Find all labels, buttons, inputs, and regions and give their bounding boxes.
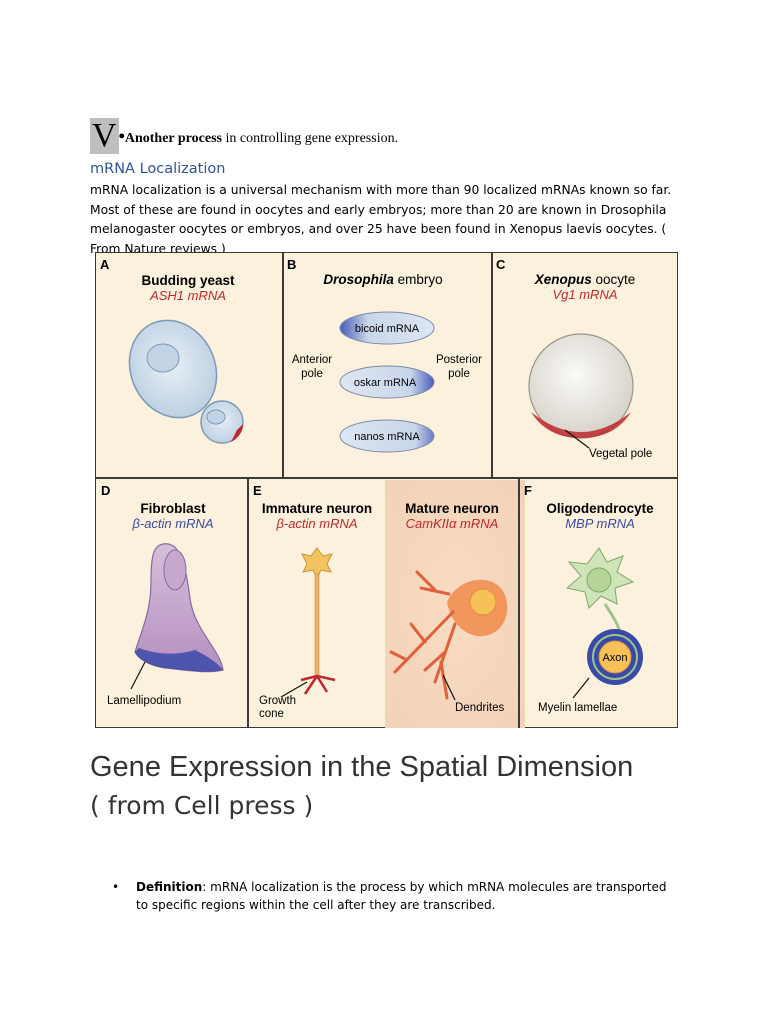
section-heading: V•Another process in controlling gene ex… (90, 118, 398, 154)
page-heading: Gene Expression in the Spatial Dimension (90, 751, 634, 783)
yeast-nucleus (146, 343, 180, 373)
bicoid-embryo (339, 311, 435, 345)
page-subtitle: ( from Cell press ) (90, 791, 314, 820)
panel-d-mrna: β-actin mRNA (131, 516, 213, 531)
bullet-list: • Definition: mRNA localization is the pr… (110, 878, 670, 914)
panel-b-title-rest: embryo (394, 272, 443, 287)
panel-a-letter: A (100, 257, 110, 272)
vegetal-pole-label: Vegetal pole (589, 448, 652, 460)
panel-c-mrna: Vg1 mRNA (552, 287, 617, 302)
vg1-localized-mrna (531, 412, 631, 438)
bullet-dot: • (112, 880, 120, 894)
anterior-label-1: Anterior (292, 354, 332, 366)
panel-f-title: Oligodendrocyte (546, 501, 654, 516)
panel-e-letter: E (253, 483, 262, 498)
panel-d-title: Fibroblast (140, 501, 206, 516)
panel-b-title-italic: Drosophila (323, 272, 394, 287)
dendrites (389, 570, 457, 700)
panel-d: D Fibroblast β-actin mRNA Lamellipodium (101, 483, 224, 707)
mrna-localization-figure: A Budding yeast ASH1 mRNA B Drosophila e… (95, 252, 678, 728)
panel-c-title-rest: oocyte (592, 272, 636, 287)
nanos-label: nanos mRNA (354, 431, 420, 443)
posterior-label-1: Posterior (436, 354, 482, 366)
oskar-embryo (339, 365, 435, 399)
svg-text:Xenopus oocyte: Xenopus oocyte (534, 272, 636, 287)
panel-b: B Drosophila embryo bicoid mRNA oskar mR… (287, 257, 482, 453)
panel-e-mrna-right: CamKIIα mRNA (406, 516, 499, 531)
panel-a-mrna: ASH1 mRNA (149, 288, 226, 303)
intro-paragraph: mRNA localization is a universal mechani… (90, 183, 672, 256)
dendrites-label: Dendrites (455, 702, 504, 714)
growth-label-1: Growth (259, 695, 296, 707)
panel-a-title: Budding yeast (141, 273, 235, 288)
list-item: • Definition: mRNA localization is the pr… (110, 878, 670, 914)
axon (598, 640, 632, 674)
section-title-rest: in controlling gene expression. (221, 131, 399, 146)
subheading: mRNA Localization (90, 161, 226, 177)
posterior-label-2: pole (448, 368, 470, 380)
growth-cone (300, 674, 336, 695)
panel-d-letter: D (101, 483, 110, 498)
beta-actin-mrna (135, 648, 223, 672)
panel-a: A Budding yeast ASH1 mRNA (100, 257, 244, 444)
nanos-embryo (339, 419, 435, 453)
panel-e-title-right: Mature neuron (405, 501, 499, 516)
panel-c-letter: C (496, 257, 506, 272)
section-numeral: V (90, 117, 119, 154)
panel-f-letter: F (524, 483, 532, 498)
ash1-localized-mrna (231, 424, 243, 442)
oskar-label: oskar mRNA (354, 377, 417, 389)
panel-f-mrna: MBP mRNA (565, 516, 635, 531)
panel-e-title-left: Immature neuron (262, 501, 372, 516)
section-dot: • (118, 126, 125, 146)
bicoid-label: bicoid mRNA (355, 323, 420, 335)
panel-e-mrna-left: β-actin mRNA (275, 516, 357, 531)
bullet-text: : mRNA localization is the process by wh… (136, 880, 667, 912)
svg-text:Drosophila embryo: Drosophila embryo (323, 272, 442, 287)
fibroblast-cell (134, 543, 224, 673)
section-title-bold: Another process (124, 131, 222, 146)
panel-c-title-italic: Xenopus (534, 272, 592, 287)
panel-b-letter: B (287, 257, 296, 272)
panel-f: F Oligodendrocyte MBP mRNA Axon Myelin l… (524, 483, 654, 714)
panel-c: C Xenopus oocyte Vg1 mRNA Vegetal pole (496, 257, 652, 460)
lamellipodium-label: Lamellipodium (107, 695, 181, 707)
bullet-term: Definition (136, 880, 203, 894)
axon-label: Axon (602, 652, 627, 664)
panel-e: E Immature neuron β-actin mRNA Mature ne… (253, 483, 508, 720)
anterior-label-2: pole (301, 368, 323, 380)
myelin-lamellae-label: Myelin lamellae (538, 702, 617, 714)
growth-label-2: cone (259, 708, 284, 720)
